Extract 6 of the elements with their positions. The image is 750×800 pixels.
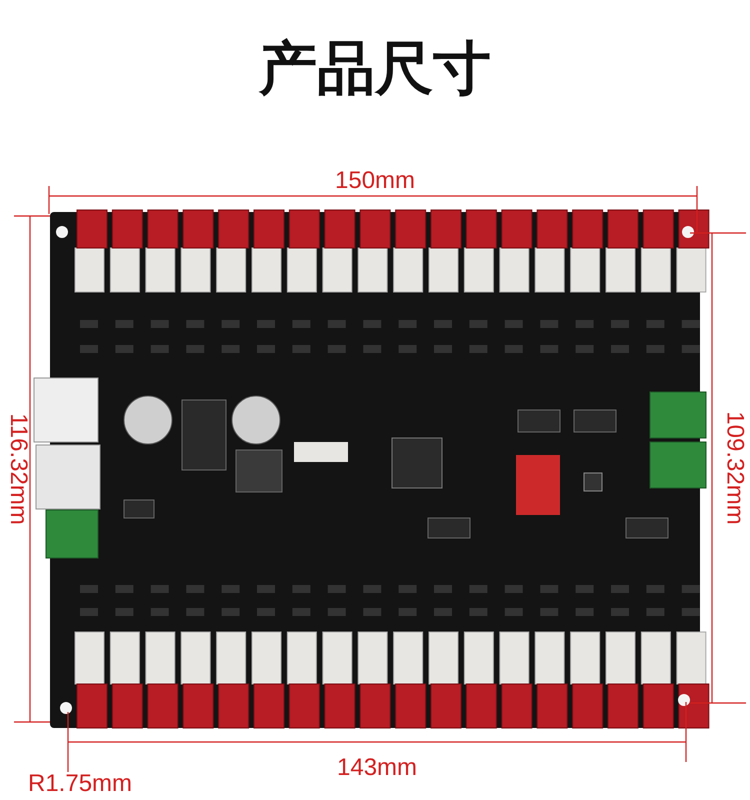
dimension-label: 116.32mm bbox=[6, 413, 30, 525]
dimension-label: R1.75mm bbox=[28, 772, 132, 796]
title: 产品尺寸 bbox=[258, 33, 492, 104]
dimension-label: 150mm bbox=[335, 169, 416, 193]
dimension-label: 143mm bbox=[337, 756, 418, 780]
dimension-label: 109.32mm bbox=[722, 411, 746, 525]
